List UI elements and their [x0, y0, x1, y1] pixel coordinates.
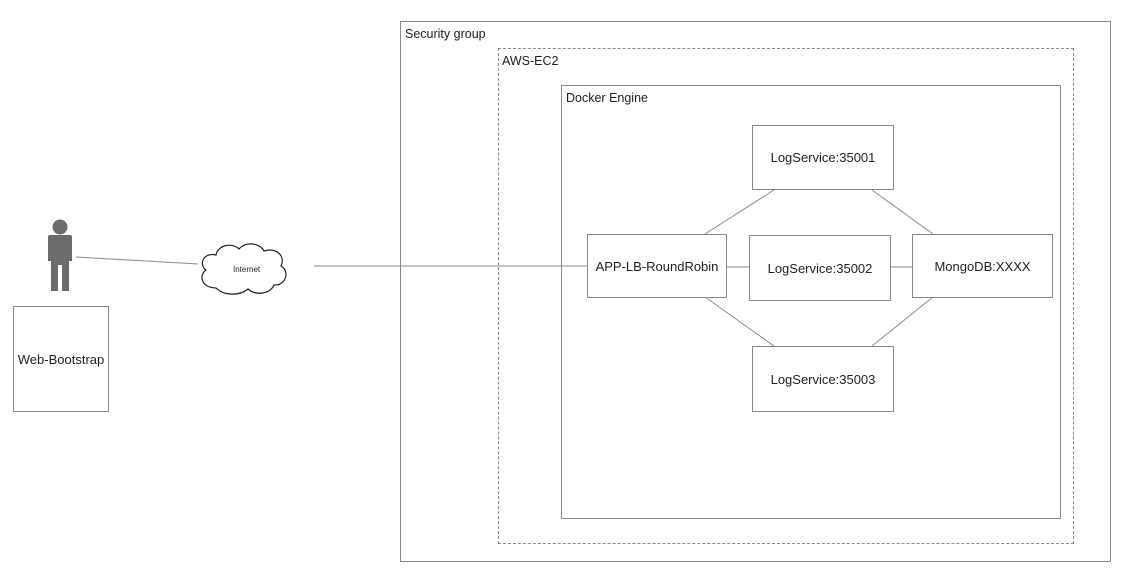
cloud-icon [201, 243, 287, 295]
log-service-1-node: LogService:35001 [752, 125, 894, 190]
web-bootstrap-node: Web-Bootstrap [13, 306, 109, 412]
log3-to-mongo-line [871, 296, 934, 347]
aws-ec2-label: AWS-EC2 [502, 54, 559, 68]
log1-to-mongo-line [871, 189, 934, 235]
docker-engine-label: Docker Engine [566, 91, 648, 105]
mongodb-node: MongoDB:XXXX [912, 234, 1053, 298]
log-service-3-label: LogService:35003 [770, 371, 876, 387]
user-to-internet-line [75, 256, 199, 265]
log-service-1-label: LogService:35001 [770, 150, 876, 165]
log-service-2-label: LogService:35002 [767, 260, 873, 276]
security-group-box [400, 21, 1111, 562]
log-service-2-node: LogService:35002 [749, 235, 891, 301]
person-icon [48, 219, 72, 291]
web-bootstrap-label: Web-Bootstrap [17, 351, 105, 367]
mongodb-label: MongoDB:XXXX [934, 258, 1031, 274]
internet-label: Internet [233, 265, 261, 274]
aws-ec2-box [498, 48, 1074, 544]
log-service-3-node: LogService:35003 [752, 346, 894, 412]
security-group-label: Security group [405, 27, 486, 41]
lb-to-log1-line [704, 189, 775, 235]
docker-engine-box [561, 85, 1061, 519]
lb-to-log3-line [704, 296, 775, 347]
app-lb-node: APP-LB-RoundRobin [587, 234, 727, 298]
app-lb-label: APP-LB-RoundRobin [595, 258, 719, 274]
